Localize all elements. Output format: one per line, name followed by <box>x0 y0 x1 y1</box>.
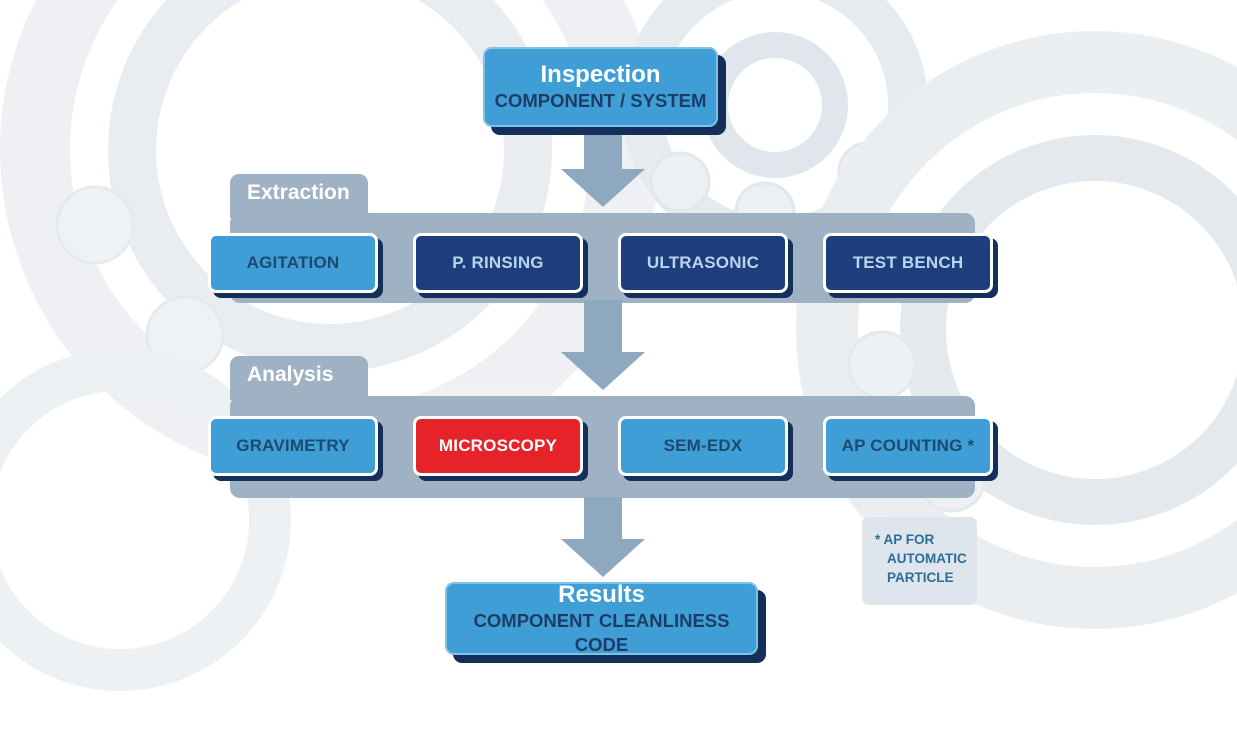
box-ap-counting-label: AP COUNTING * <box>841 436 975 455</box>
ap-footnote-line: AUTOMATIC <box>887 551 967 566</box>
analysis-tab-label: Analysis <box>247 363 334 386</box>
box-sem-edx: SEM-EDX <box>618 416 788 476</box>
ap-footnote-line: * AP FOR <box>875 532 935 547</box>
box-test-bench-label: TEST BENCH <box>852 253 964 272</box>
box-p-rinsing-label: P. RINSING <box>452 253 544 272</box>
arrow-down-icon <box>561 300 645 390</box>
results-title: Results <box>558 580 645 608</box>
results-subtitle: COMPONENT CLEANLINESS CODE <box>473 609 730 655</box>
box-microscopy-label: MICROSCOPY <box>438 436 558 455</box>
ap-footnote: * AP FOR AUTOMATIC PARTICLE <box>862 517 977 605</box>
ap-footnote-line: PARTICLE <box>887 570 954 585</box>
box-ultrasonic: ULTRASONIC <box>618 233 788 293</box>
box-agitation-label: AGITATION <box>246 253 340 272</box>
results-box: Results COMPONENT CLEANLINESS CODE <box>445 580 758 655</box>
analysis-tab: Analysis <box>230 356 368 400</box>
box-ultrasonic-label: ULTRASONIC <box>646 253 760 272</box>
box-gravimetry: GRAVIMETRY <box>208 416 378 476</box>
box-microscopy: MICROSCOPY <box>413 416 583 476</box>
arrow-down-icon <box>561 125 645 207</box>
extraction-tab-label: Extraction <box>247 181 350 204</box>
arrow-down-icon <box>561 497 645 577</box>
box-p-rinsing: P. RINSING <box>413 233 583 293</box>
box-agitation: AGITATION <box>208 233 378 293</box>
extraction-tab: Extraction <box>230 174 368 218</box>
inspection-title: Inspection <box>540 61 661 88</box>
box-test-bench: TEST BENCH <box>823 233 993 293</box>
box-gravimetry-label: GRAVIMETRY <box>236 436 350 455</box>
box-ap-counting: AP COUNTING * <box>823 416 993 476</box>
inspection-box: Inspection COMPONENT / SYSTEM <box>483 47 718 127</box>
box-sem-edx-label: SEM-EDX <box>663 436 743 455</box>
inspection-subtitle: COMPONENT / SYSTEM <box>494 90 707 111</box>
